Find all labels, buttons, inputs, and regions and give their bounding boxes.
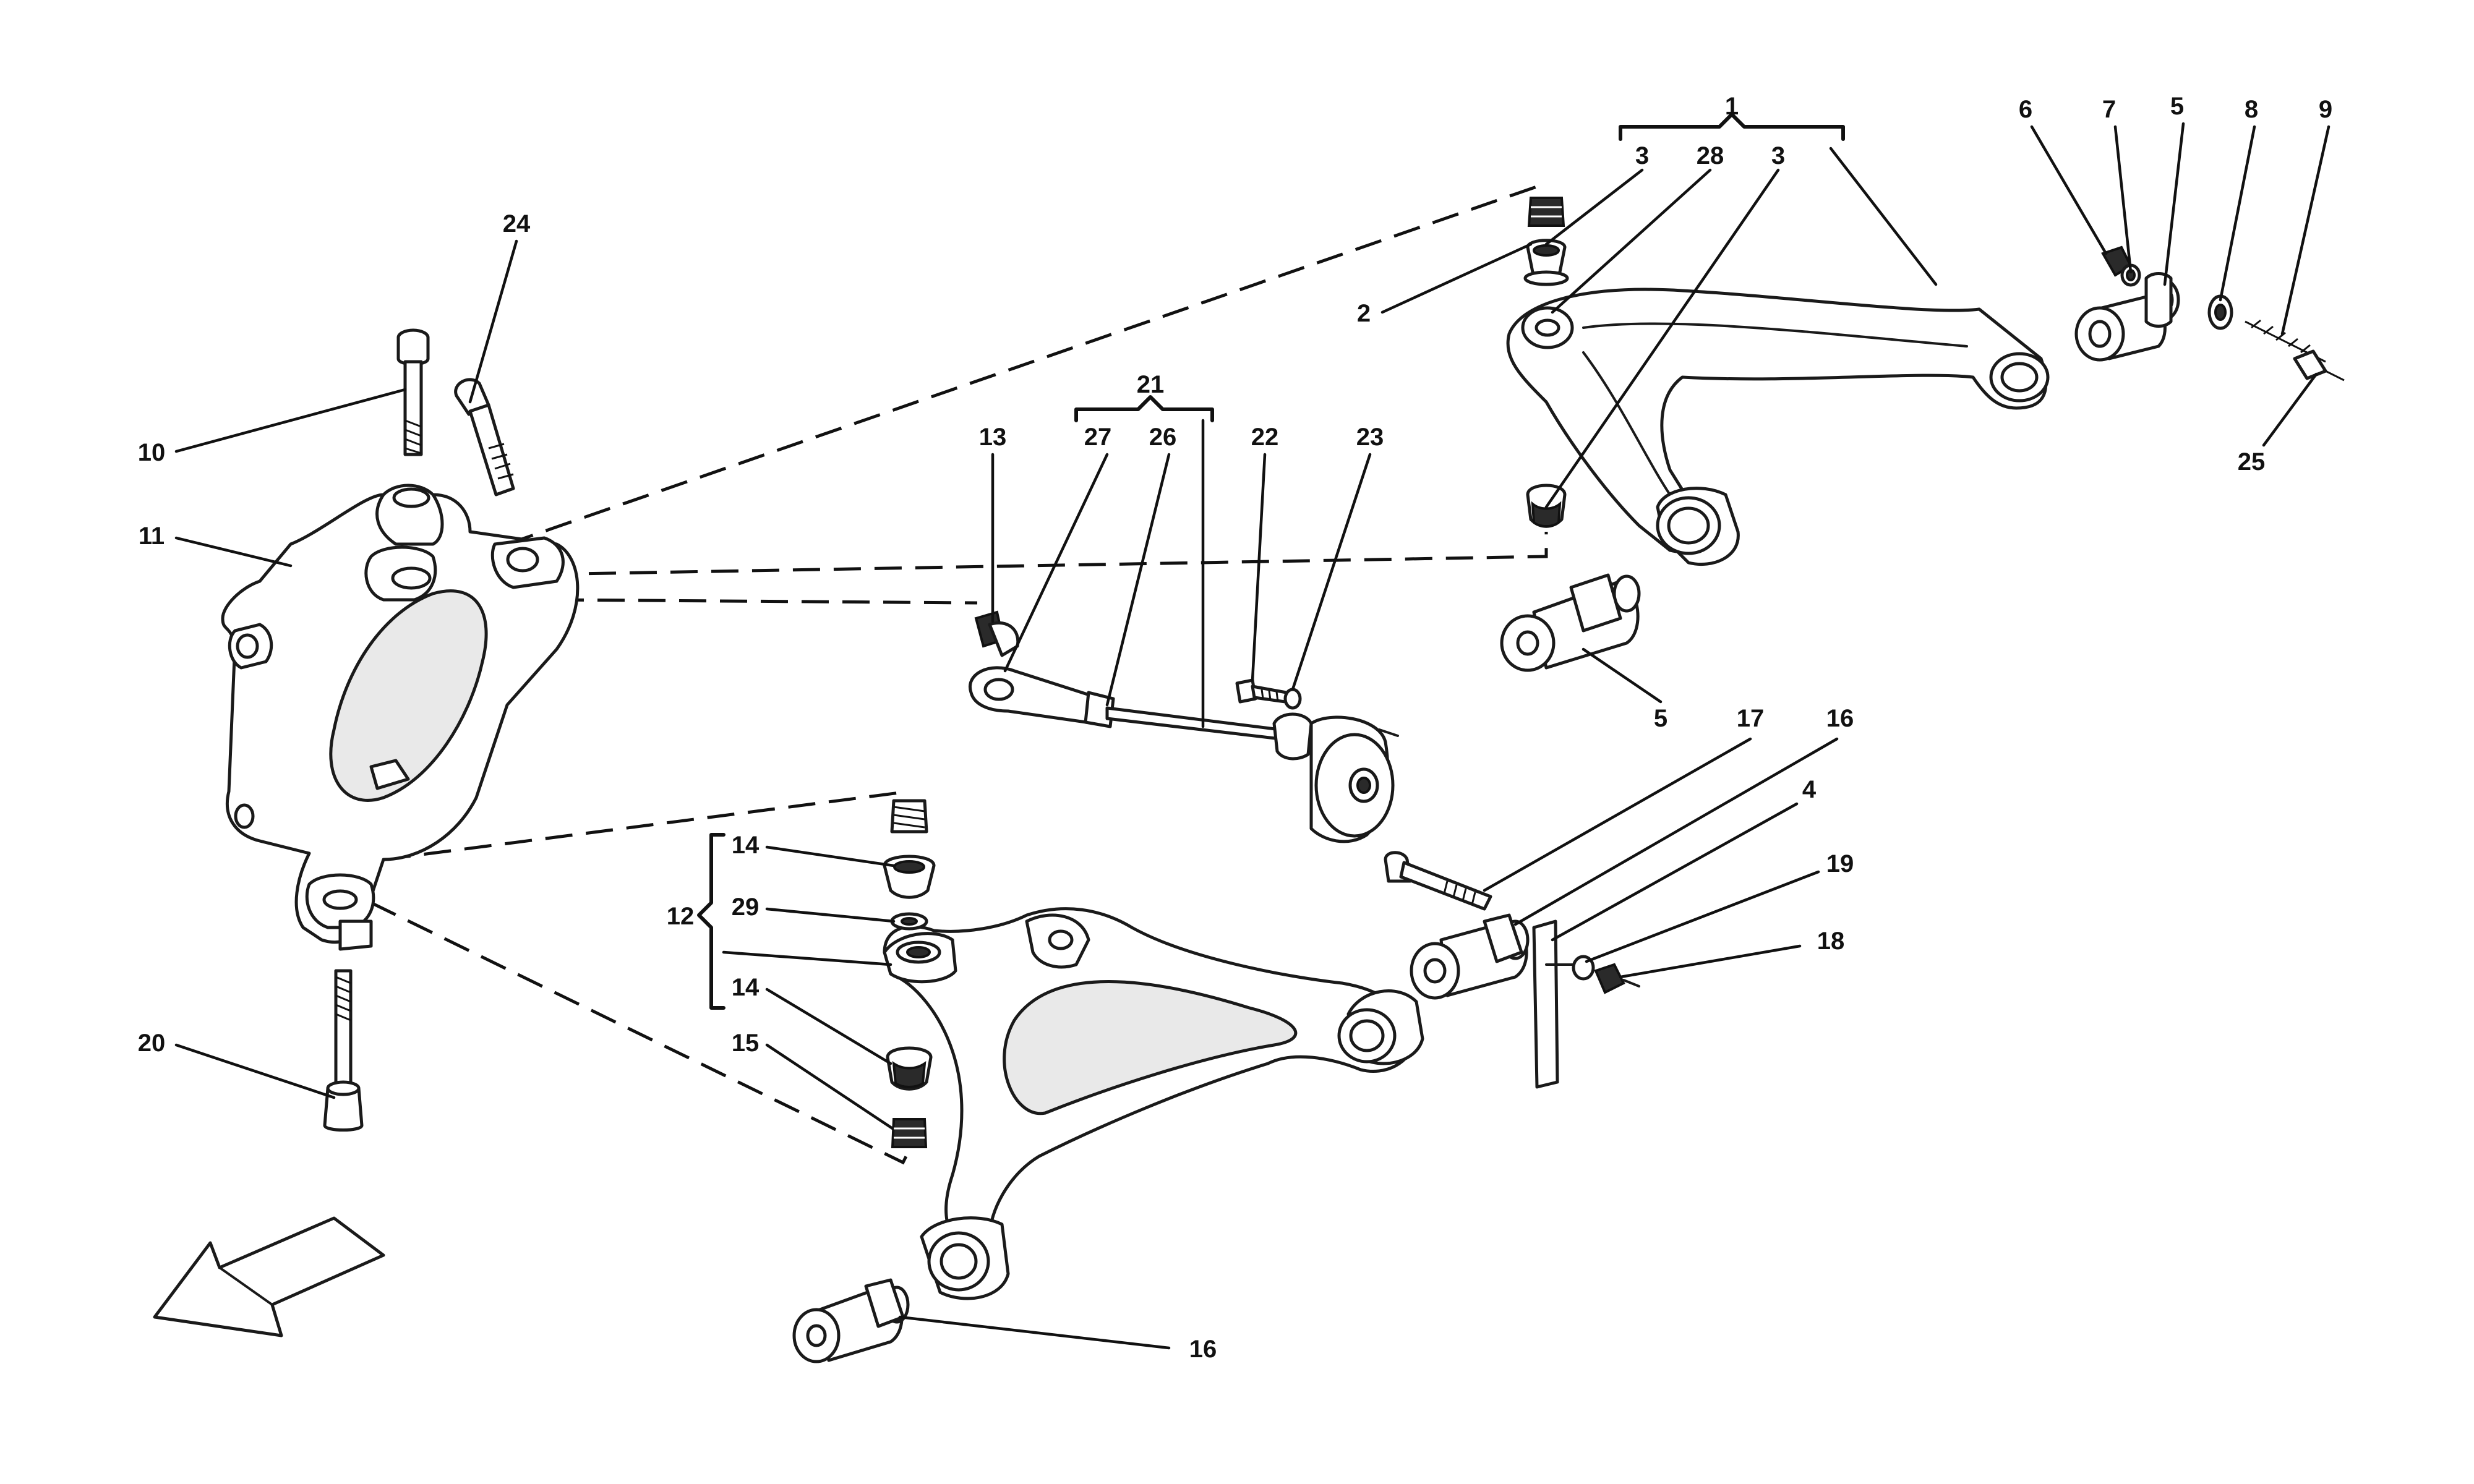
callout-22: 22: [1251, 424, 1279, 451]
callout-19: 19: [1826, 850, 1854, 877]
callout-21: 21: [1137, 371, 1165, 398]
callout-15: 15: [732, 1030, 760, 1057]
direction-arrow: [153, 1216, 385, 1337]
callout-26: 26: [1149, 424, 1177, 451]
callout-25: 25: [2238, 448, 2266, 475]
callout-16-lower: 16: [1189, 1336, 1217, 1363]
callout-9: 9: [2319, 96, 2332, 123]
callout-11: 11: [139, 522, 165, 550]
callout-20: 20: [138, 1030, 166, 1057]
callout-14-upper: 14: [732, 832, 760, 859]
lower-wishbone: [883, 907, 1424, 1300]
callout-1: 1: [1725, 93, 1739, 120]
alignment-lines: [370, 184, 1548, 1165]
bolt-10: [396, 328, 430, 456]
callout-5-upper: 5: [2170, 93, 2184, 120]
callout-29: 29: [732, 893, 760, 921]
upper-front-bush: [1500, 573, 1641, 672]
leader-lines: [174, 113, 2331, 1350]
bolt-20: [323, 969, 364, 1132]
callout-13: 13: [979, 424, 1007, 451]
callout-12: 12: [667, 903, 695, 930]
callout-23: 23: [1356, 424, 1384, 451]
callout-6: 6: [2019, 96, 2032, 123]
callout-27: 27: [1084, 424, 1112, 451]
lower-rear-bush-assembly: [1384, 851, 1640, 1089]
callout-3-upper-right: 3: [1771, 142, 1785, 169]
callout-14-lower: 14: [732, 974, 760, 1001]
callout-2: 2: [1357, 300, 1371, 327]
callout-16-upper: 16: [1826, 705, 1854, 732]
callout-28: 28: [1697, 142, 1724, 169]
upper-wishbone: [1506, 288, 2050, 566]
lower-front-bush: [792, 1278, 910, 1363]
callout-labels: 1 3 28 3 6 7 5 8 9 2 25 24 10 11 21 13 2…: [138, 93, 2332, 1363]
callout-5-lower: 5: [1654, 705, 1667, 732]
callout-10: 10: [138, 439, 166, 466]
steering-knuckle: [221, 484, 580, 951]
track-rod-assembly: [968, 610, 1399, 843]
bolt-24: [454, 378, 515, 497]
callout-8: 8: [2245, 96, 2258, 123]
callout-7: 7: [2102, 96, 2116, 123]
upper-ball-joint-stack: [1523, 197, 1569, 528]
upper-rear-bush-assembly: [2074, 245, 2345, 382]
callout-18: 18: [1817, 927, 1845, 955]
callout-3-upper-left: 3: [1635, 142, 1649, 169]
callout-24: 24: [503, 210, 531, 237]
callout-17: 17: [1737, 705, 1765, 732]
callout-4: 4: [1802, 776, 1817, 803]
